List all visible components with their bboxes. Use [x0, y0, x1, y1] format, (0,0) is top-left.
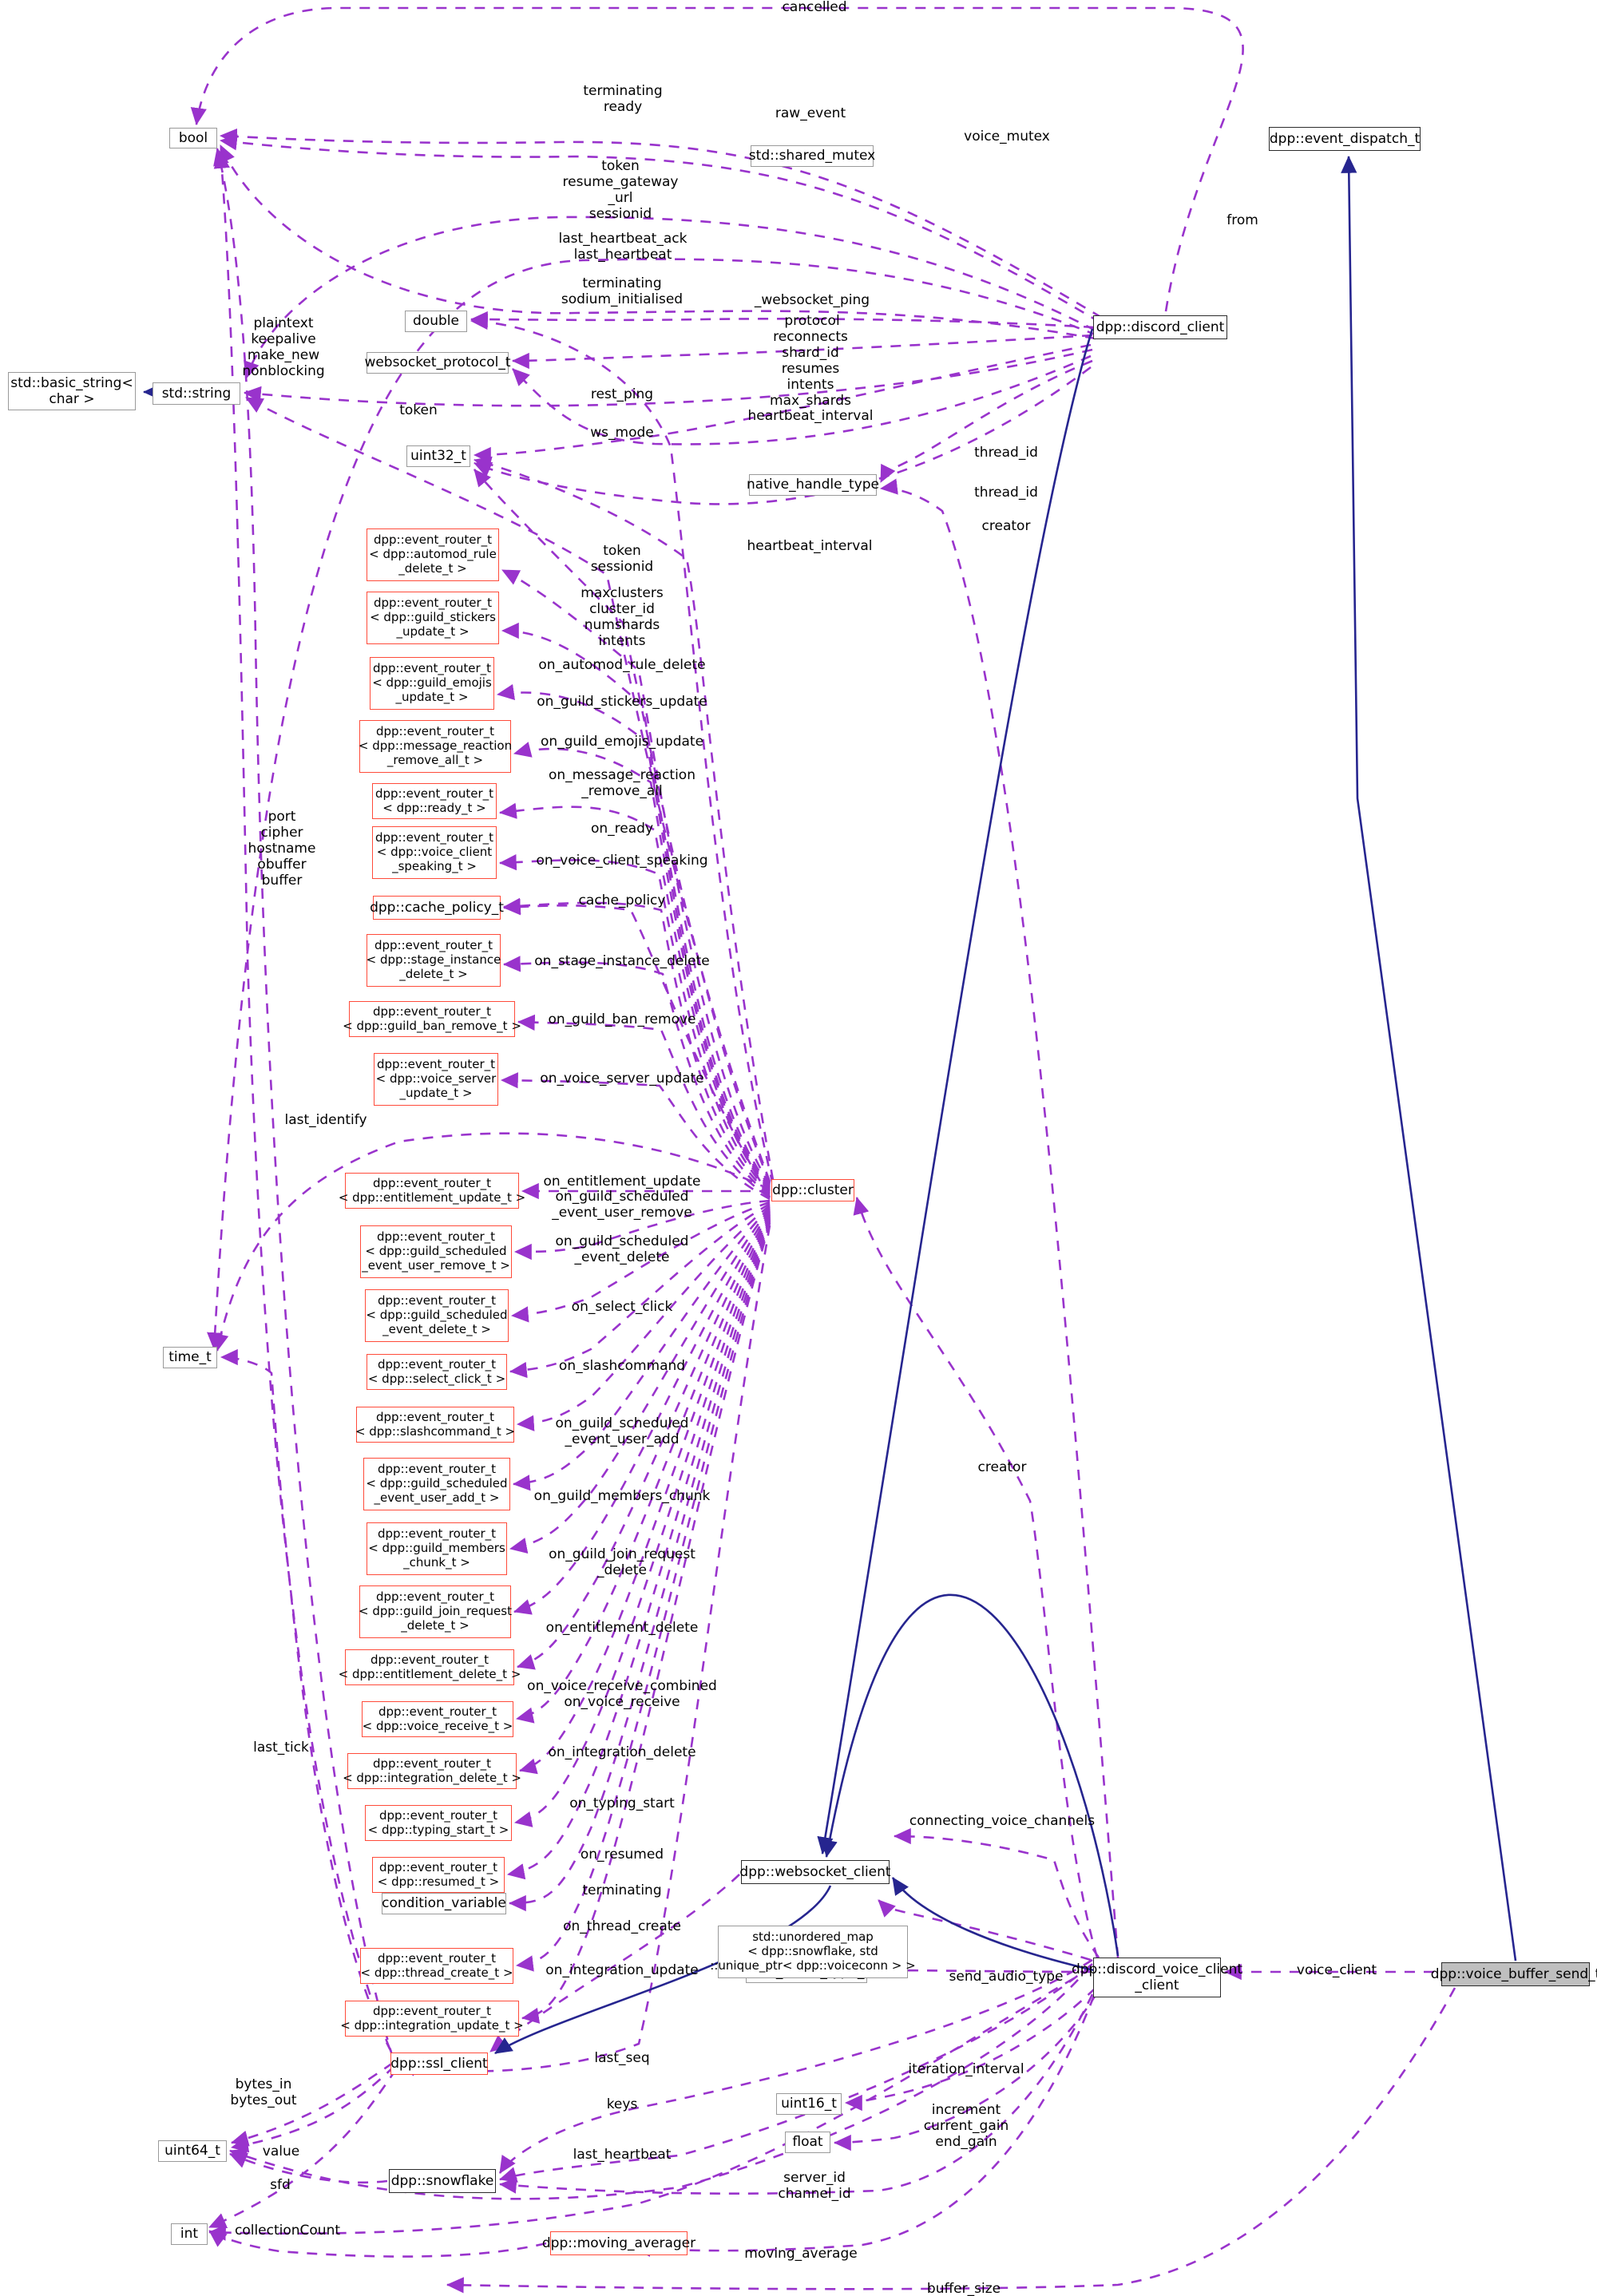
node-er_guild_emojis_update[interactable]: dpp::event_router_t < dpp::guild_emojis …: [370, 657, 494, 710]
node-websocket_protocol_t[interactable]: websocket_protocol_t: [364, 352, 511, 374]
node-double[interactable]: double: [405, 311, 467, 332]
node-er_automod_rule_delete[interactable]: dpp::event_router_t < dpp::automod_rule …: [367, 528, 499, 581]
node-cluster[interactable]: dpp::cluster: [771, 1179, 854, 1201]
node-er_gse_user_remove[interactable]: dpp::event_router_t < dpp::guild_schedul…: [360, 1225, 512, 1278]
node-er_typing_start[interactable]: dpp::event_router_t < dpp::typing_start_…: [365, 1805, 512, 1841]
inheritance-edges: [142, 155, 1517, 2055]
node-ssl_client[interactable]: dpp::ssl_client: [390, 2053, 488, 2075]
node-uint16_t[interactable]: uint16_t: [776, 2093, 842, 2115]
node-shared_mutex[interactable]: std::shared_mutex: [749, 145, 875, 167]
node-er_entitlement_update[interactable]: dpp::event_router_t < dpp::entitlement_u…: [339, 1173, 525, 1209]
node-uint64_t[interactable]: uint64_t: [158, 2140, 227, 2162]
node-voice_buffer_send_t[interactable]: dpp::voice_buffer_send_t: [1431, 1962, 1597, 1986]
node-er_select_click[interactable]: dpp::event_router_t < dpp::select_click_…: [367, 1354, 507, 1390]
node-discord_voice_client[interactable]: dpp::discord_voice_client _client: [1072, 1958, 1242, 1997]
node-uint32_t[interactable]: uint32_t: [406, 445, 470, 467]
node-std_string[interactable]: std::string: [153, 382, 240, 405]
usage-edges: [190, 6, 1456, 2294]
node-int[interactable]: int: [171, 2223, 208, 2245]
node-er_voice_server_update[interactable]: dpp::event_router_t < dpp::voice_server …: [374, 1053, 498, 1106]
node-er_voice_client_speaking[interactable]: dpp::event_router_t < dpp::voice_client …: [372, 826, 497, 879]
node-bool[interactable]: bool: [169, 128, 217, 148]
node-websocket_client[interactable]: dpp::websocket_client: [739, 1860, 891, 1884]
node-er_entitlement_delete[interactable]: dpp::event_router_t < dpp::entitlement_d…: [339, 1649, 521, 1685]
node-unordered_map[interactable]: std::unordered_map < dpp::snowflake, std…: [710, 1926, 916, 1978]
node-er_guild_members_chunk[interactable]: dpp::event_router_t < dpp::guild_members…: [367, 1522, 507, 1575]
node-er_ready[interactable]: dpp::event_router_t < dpp::ready_t >: [372, 783, 497, 819]
node-float[interactable]: float: [785, 2132, 830, 2153]
node-er_guild_ban_remove[interactable]: dpp::event_router_t < dpp::guild_ban_rem…: [343, 1001, 521, 1037]
node-er_thread_create[interactable]: dpp::event_router_t < dpp::thread_create…: [360, 1948, 513, 1984]
node-snowflake[interactable]: dpp::snowflake: [389, 2169, 496, 2193]
node-er_integration_delete[interactable]: dpp::event_router_t < dpp::integration_d…: [343, 1753, 521, 1789]
node-er_integration_update[interactable]: dpp::event_router_t < dpp::integration_u…: [340, 2001, 524, 2037]
node-er_guild_stickers_update[interactable]: dpp::event_router_t < dpp::guild_sticker…: [367, 592, 499, 644]
node-er_stage_instance_delete[interactable]: dpp::event_router_t < dpp::stage_instanc…: [367, 934, 501, 987]
node-basic_string[interactable]: std::basic_string< char >: [8, 372, 136, 410]
node-time_t[interactable]: time_t: [163, 1347, 217, 1368]
node-condition_variable[interactable]: condition_variable: [382, 1893, 506, 1914]
node-er_guild_join_req_delete[interactable]: dpp::event_router_t < dpp::guild_join_re…: [359, 1585, 512, 1638]
node-er_msg_reaction_rem_all[interactable]: dpp::event_router_t < dpp::message_react…: [359, 720, 512, 773]
node-er_gse_user_add[interactable]: dpp::event_router_t < dpp::guild_schedul…: [363, 1458, 510, 1510]
node-event_dispatch_t[interactable]: dpp::event_dispatch_t: [1269, 127, 1421, 151]
node-native_handle_type[interactable]: native_handle_type: [747, 474, 879, 496]
node-er_gse_delete[interactable]: dpp::event_router_t < dpp::guild_schedul…: [365, 1289, 509, 1342]
node-er_voice_receive[interactable]: dpp::event_router_t < dpp::voice_receive…: [362, 1701, 513, 1737]
node-er_slashcommand[interactable]: dpp::event_router_t < dpp::slashcommand_…: [355, 1407, 515, 1443]
node-moving_averager[interactable]: dpp::moving_averager: [542, 2231, 695, 2255]
node-er_resumed[interactable]: dpp::event_router_t < dpp::resumed_t >: [372, 1857, 505, 1893]
node-discord_client[interactable]: dpp::discord_client: [1093, 315, 1227, 339]
node-cache_policy_t[interactable]: dpp::cache_policy_t: [370, 896, 504, 920]
